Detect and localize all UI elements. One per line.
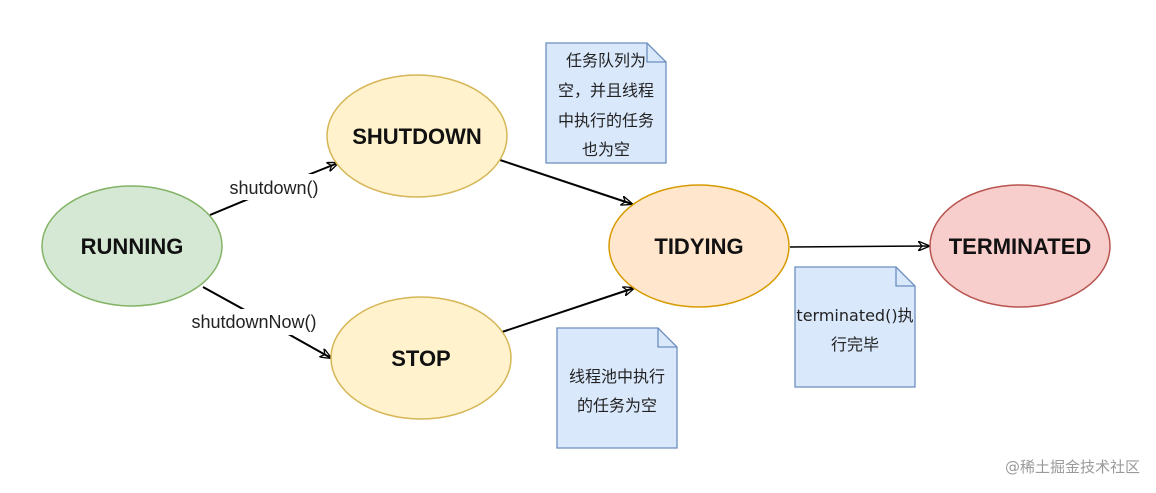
watermark: @稀土掘金技术社区: [1005, 458, 1140, 476]
label-shutdown-call: shutdown(): [229, 178, 318, 198]
note-text-line-1: 线程池中执行: [569, 367, 665, 386]
note-text-line-4: 也为空: [582, 140, 630, 159]
note-text-line-2: 空，并且线程: [558, 81, 654, 100]
note-text-line-2: 的任务为空: [577, 396, 657, 415]
label-shutdownnow-call: shutdownNow(): [191, 312, 316, 332]
edge-stop-to-tidying: [501, 288, 634, 333]
state-terminated-label: TERMINATED: [949, 234, 1092, 259]
edge-shutdown-to-tidying: [499, 159, 632, 204]
edge-tidying-to-terminated: [789, 246, 929, 247]
note-terminated-finished: terminated()执 行完毕: [794, 266, 916, 388]
state-stop: STOP: [330, 296, 512, 420]
note-text-line-1: 任务队列为: [566, 51, 646, 70]
note-pool-tasks-empty: 线程池中执行 的任务为空: [556, 327, 678, 449]
note-text-line-1: terminated()执: [796, 306, 913, 325]
state-stop-label: STOP: [391, 346, 451, 371]
edges: [202, 159, 929, 358]
state-running-label: RUNNING: [81, 234, 184, 259]
state-tidying-label: TIDYING: [654, 234, 743, 259]
note-task-queue-empty: 任务队列为 空，并且线程 中执行的任务 也为空: [545, 42, 667, 164]
state-terminated: TERMINATED: [929, 184, 1111, 308]
edge-labels: shutdown() shutdownNow(): [176, 174, 332, 335]
state-shutdown-label: SHUTDOWN: [352, 124, 482, 149]
state-shutdown: SHUTDOWN: [326, 74, 508, 198]
state-running: RUNNING: [41, 185, 223, 307]
note-text-line-3: 中执行的任务: [558, 111, 654, 130]
state-tidying: TIDYING: [608, 184, 790, 308]
note-text-line-2: 行完毕: [831, 335, 879, 354]
